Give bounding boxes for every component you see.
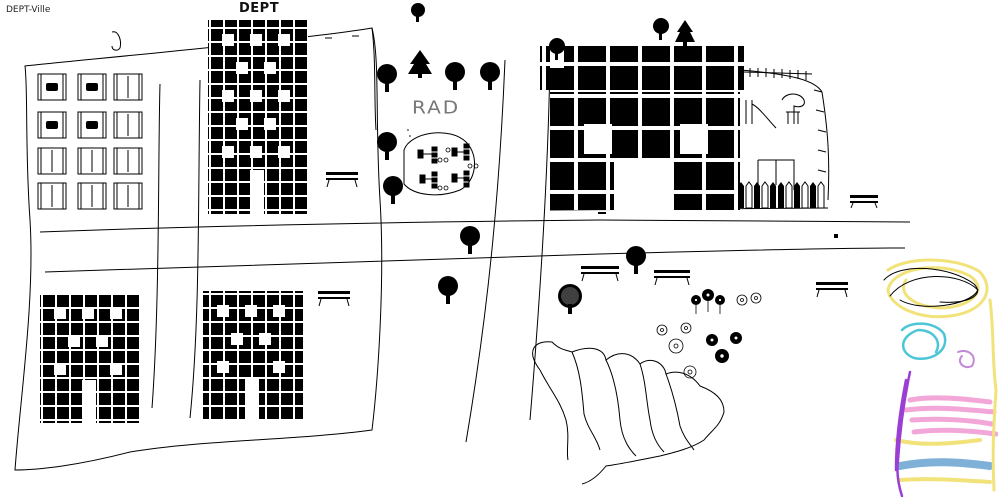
building-lower-left[interactable] — [40, 293, 140, 423]
color-scribbles[interactable] — [883, 258, 998, 498]
parking-icon — [77, 147, 107, 175]
misc-marks — [407, 129, 838, 238]
tree-icon — [558, 284, 582, 314]
tree-icon — [383, 176, 403, 204]
parking-lot — [37, 73, 143, 210]
parking-icon — [77, 111, 107, 139]
fence-icon — [738, 181, 825, 209]
bench-icon — [654, 270, 690, 286]
playground-slide-icon — [745, 100, 777, 129]
tree-icon — [653, 18, 669, 40]
parking-icon — [113, 73, 143, 101]
tree-icon — [549, 38, 565, 60]
tree-icon — [626, 246, 646, 274]
bench-icon — [850, 195, 878, 209]
parking-icon — [77, 182, 107, 210]
dept-building-label: DEPT — [239, 1, 280, 16]
bike-rack-area[interactable] — [403, 132, 479, 196]
rad-label: RAD — [412, 96, 461, 118]
tree-icon — [460, 226, 480, 254]
flower-bed — [656, 289, 762, 379]
tree-icon — [445, 62, 465, 90]
playground[interactable] — [743, 68, 827, 190]
parking-icon — [37, 111, 67, 139]
tree-icon — [411, 3, 425, 22]
pine-tree-icon — [675, 20, 695, 46]
parking-icon — [113, 147, 143, 175]
building-lower-middle[interactable] — [203, 291, 303, 421]
pine-tree-icon — [408, 50, 432, 78]
fence-icon — [749, 68, 827, 173]
bench-icon — [581, 266, 619, 282]
tree-icon — [438, 276, 458, 304]
bench-icon — [318, 291, 350, 307]
parking-icon — [37, 147, 67, 175]
bench-icon — [326, 172, 358, 188]
parking-icon — [37, 182, 67, 210]
tree-icon — [480, 62, 500, 90]
parking-icon — [113, 111, 143, 139]
bike-rack-icon — [417, 143, 470, 189]
parking-icon — [113, 182, 143, 210]
bench-icon — [816, 282, 848, 298]
tree-icon — [377, 132, 397, 160]
road-lines — [14, 27, 911, 471]
trees — [377, 3, 695, 314]
parking-icon — [77, 73, 107, 101]
swing-icon — [781, 93, 805, 124]
building-large-right[interactable] — [540, 46, 744, 210]
bushes — [532, 341, 725, 485]
parking-icon — [37, 73, 67, 101]
map-title: DEPT-Ville — [6, 5, 51, 15]
dept-building[interactable] — [208, 20, 308, 214]
tree-icon — [377, 64, 397, 92]
